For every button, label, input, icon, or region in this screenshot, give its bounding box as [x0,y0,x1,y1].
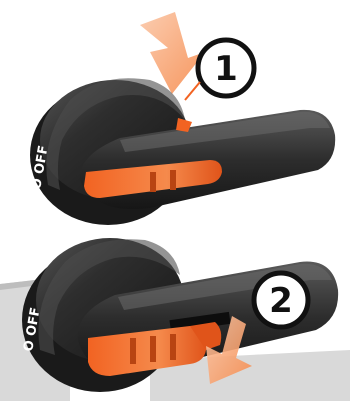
top-handle: I ON O OFF 1 [29,12,335,225]
step-2-badge: 2 [254,273,308,327]
step-1-number: 1 [214,49,238,89]
step-1-badge: 1 [185,40,254,100]
step-2-number: 2 [269,281,293,321]
